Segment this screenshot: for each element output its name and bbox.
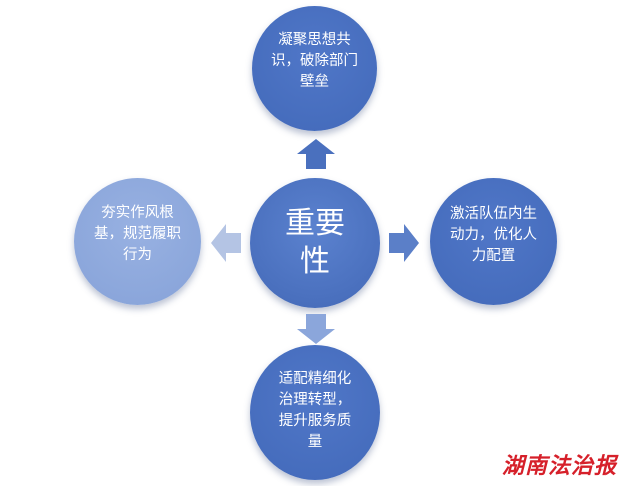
arrow-right-icon bbox=[389, 224, 419, 262]
watermark-logo: 湖南法治报 bbox=[501, 453, 617, 479]
center-node: 重要性 bbox=[250, 178, 380, 308]
node-left: 夯实作风根基，规范履职行为 bbox=[74, 178, 201, 305]
node-bottom-label: 适配精细化治理转型，提升服务质量 bbox=[278, 370, 352, 450]
node-right: 激活队伍内生动力，优化人力配置 bbox=[430, 178, 557, 305]
node-top-label: 凝聚思想共识，破除部门壁垒 bbox=[271, 32, 358, 90]
node-right-label: 激活队伍内生动力，优化人力配置 bbox=[450, 206, 537, 264]
node-top: 凝聚思想共识，破除部门壁垒 bbox=[252, 6, 377, 131]
arrow-left-icon bbox=[211, 224, 241, 262]
center-label: 重要性 bbox=[285, 206, 345, 279]
arrow-down-icon bbox=[297, 314, 335, 344]
arrow-up-icon bbox=[297, 139, 335, 169]
node-left-label: 夯实作风根基，规范履职行为 bbox=[94, 205, 181, 263]
node-bottom: 适配精细化治理转型，提升服务质量 bbox=[250, 345, 380, 480]
